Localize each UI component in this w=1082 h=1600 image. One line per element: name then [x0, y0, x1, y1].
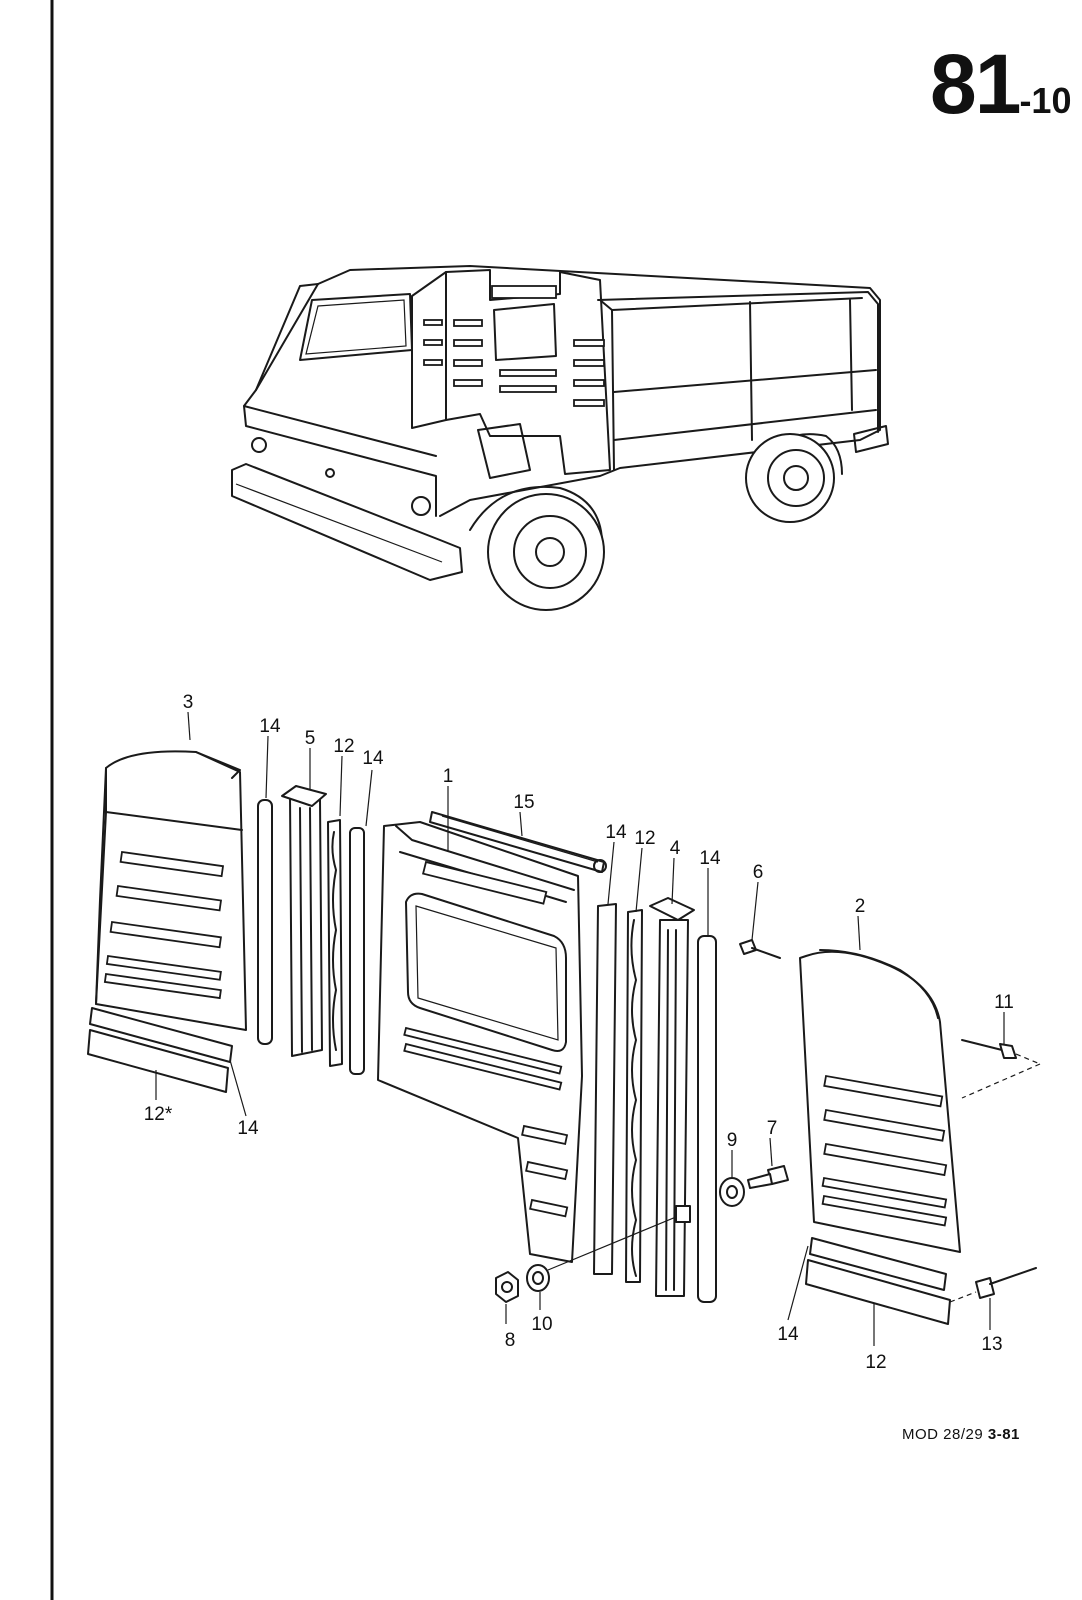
section-suffix: -10 — [1019, 80, 1072, 121]
bolt-11 — [999, 1043, 1017, 1059]
strip-14d — [697, 935, 717, 1303]
callout-9: 9 — [727, 1130, 738, 1151]
fasteners — [495, 939, 1041, 1303]
callout-2: 2 — [855, 896, 866, 917]
part-2-right-partition-panel — [799, 949, 961, 1325]
section-page-number: 81-10 — [930, 42, 1071, 126]
leader-lines — [155, 711, 1005, 1346]
strip-14a — [257, 799, 273, 1045]
callout-14a: 14 — [259, 716, 281, 737]
callout-14f: 14 — [777, 1324, 799, 1345]
callout-5: 5 — [305, 728, 316, 749]
footer-date: 3-81 — [987, 1426, 1020, 1443]
footer-model: MOD 28/29 — [902, 1426, 984, 1443]
washer-10 — [526, 1264, 550, 1292]
screw-6 — [739, 939, 757, 955]
partition-slots — [423, 319, 605, 407]
callout-7: 7 — [767, 1118, 778, 1139]
callout-labels: 3 14 5 12 14 1 15 14 12 4 14 6 2 11 9 7 … — [144, 692, 1014, 1373]
callout-10: 10 — [531, 1314, 552, 1335]
callout-14c: 14 — [605, 822, 627, 843]
strip-12a — [327, 819, 343, 1067]
part-3-left-partition-panel — [87, 750, 247, 1093]
callout-6: 6 — [753, 862, 764, 883]
callout-8: 8 — [505, 1330, 516, 1351]
left-seal-strips — [257, 785, 365, 1075]
callout-11: 11 — [994, 992, 1014, 1013]
callout-14d: 14 — [699, 848, 721, 869]
strip-14c — [593, 903, 617, 1275]
callout-15: 15 — [513, 792, 534, 813]
callout-4: 4 — [670, 838, 681, 859]
right-seal-strips — [593, 897, 717, 1303]
callout-13: 13 — [981, 1334, 1002, 1355]
callout-12b: 12 — [634, 828, 655, 849]
bracket-4 — [655, 919, 689, 1297]
callout-12a: 12 — [333, 736, 354, 757]
callout-3: 3 — [183, 692, 194, 713]
callout-12-star: 12* — [144, 1104, 173, 1125]
callout-14b: 14 — [362, 748, 384, 769]
bolt-13 — [975, 1277, 995, 1299]
part-1-main-partition-panel — [377, 821, 583, 1263]
part-15-rod — [429, 811, 607, 873]
bracket-5 — [289, 795, 323, 1057]
section-number: 81 — [930, 37, 1021, 131]
nut-8 — [495, 1271, 519, 1303]
footer-model-date: MOD 28/29 3-81 — [902, 1426, 1020, 1443]
callout-12c: 12 — [865, 1352, 886, 1373]
callout-1: 1 — [443, 766, 454, 787]
washer-9 — [719, 1177, 745, 1207]
front-wheel — [487, 493, 605, 611]
rear-wheel — [745, 433, 835, 523]
strip-14b — [349, 827, 365, 1075]
callout-14e: 14 — [237, 1118, 259, 1139]
van-illustration — [231, 265, 889, 611]
